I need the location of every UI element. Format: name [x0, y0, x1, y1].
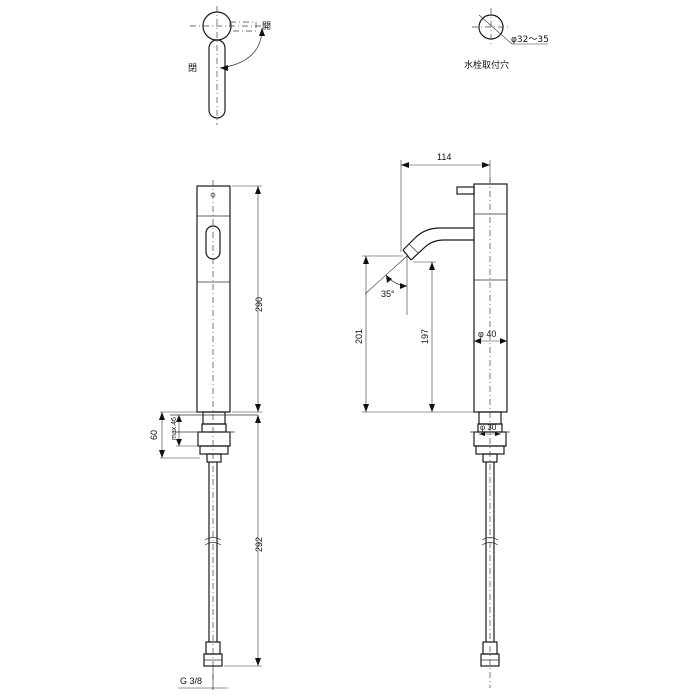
- mounting-hole-view: φ32～35 水栓取付穴: [464, 8, 549, 71]
- top-view: 開 閉: [188, 6, 271, 125]
- base-height-label: 60: [149, 430, 159, 440]
- spout-lower-edge: [410, 239, 474, 261]
- close-label: 閉: [188, 63, 197, 74]
- rotation-arc: [219, 27, 263, 69]
- spout-height-label: 201: [354, 329, 364, 344]
- max-thickness-label: max.46: [171, 417, 178, 440]
- open-position-lever: [229, 21, 257, 32]
- body-diameter-label: φ 40: [478, 329, 496, 339]
- front-view-body: [196, 185, 231, 413]
- open-label: 開: [262, 21, 271, 32]
- hole-caption: 水栓取付穴: [464, 59, 509, 71]
- front-view: 290 292 60 max.46 G 3/8: [149, 180, 264, 690]
- hole-diameter-label: φ32～35: [511, 35, 549, 45]
- side-view-body: [473, 183, 508, 413]
- spout-upper-edge: [402, 227, 474, 251]
- spout-clearance-label: 197: [420, 329, 430, 344]
- side-view-lever: [456, 186, 475, 195]
- top-view-lever: [208, 39, 226, 119]
- side-view: 114 35° 201 197 φ 40: [354, 152, 510, 688]
- width-label: 114: [437, 152, 451, 162]
- base-diameter-label: φ 30: [480, 423, 497, 432]
- thread-size-label: G 3/8: [180, 676, 202, 686]
- hose-length-label: 292: [254, 537, 264, 552]
- total-height-label: 290: [254, 297, 264, 312]
- angle-label: 35°: [381, 289, 395, 299]
